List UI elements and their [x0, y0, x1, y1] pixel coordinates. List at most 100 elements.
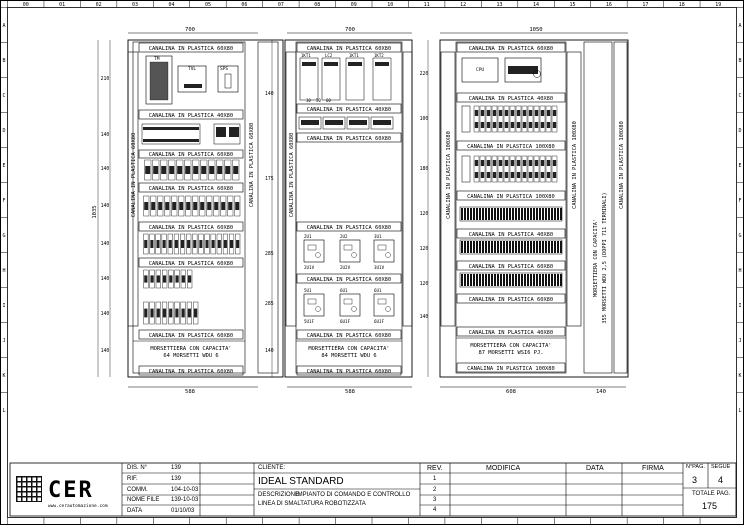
gap-dim: 285	[265, 251, 274, 257]
value-comm: 104-10-03	[171, 487, 199, 493]
svg-text:CER: CER	[48, 478, 94, 503]
column-label: 13	[497, 2, 503, 8]
client-label: CLIENTE:	[258, 465, 286, 471]
column-label: 14	[533, 2, 539, 8]
sign-header: FIRMA	[642, 465, 664, 472]
drive-label: 2U2V	[340, 265, 351, 270]
duct-label: CANALINA IN PLASTICA 60X80	[469, 46, 553, 52]
middle-width-dim: 700	[345, 27, 355, 33]
duct-label: CANALINA IN PLASTICA 60X80	[149, 369, 233, 375]
column-label: 06	[241, 2, 247, 8]
client-name: IDEAL STANDARD	[258, 476, 344, 487]
gap-dim: 140	[265, 91, 274, 97]
column-label: 05	[205, 2, 211, 8]
duct-label: CANALINA IN PLASTICA 60X80	[149, 261, 233, 267]
drive-label: 2U2	[340, 234, 348, 239]
height-dim: 140	[101, 132, 110, 138]
page-label: N°PAG.	[686, 464, 705, 470]
rev-header: REV.	[427, 465, 443, 472]
right-bottom-dim: 608	[506, 389, 516, 395]
label-date: DATA	[127, 508, 143, 514]
duct-label: CANALINA IN PLASTICA 100X80	[467, 144, 555, 150]
drive-label: 2U1	[304, 234, 312, 239]
small-dim: 10	[306, 98, 311, 103]
side-terminal-count: 355 MORSETTI WDU 2,5 (DOPPI 711 TERMINAL…	[602, 192, 608, 323]
small-dim: 60	[326, 98, 331, 103]
vertical-duct-label: CANALINA IN PLASTICA 60X80	[289, 133, 295, 217]
row-label: I	[738, 303, 741, 309]
duct-label: CANALINA IN PLASTICA 60X80	[149, 46, 233, 52]
row-label: F	[2, 198, 5, 204]
duct-label: CANALINA IN PLASTICA 40X80	[469, 232, 553, 238]
relay-row	[143, 233, 241, 255]
column-label: 02	[96, 2, 102, 8]
duct-label: CANALINA IN PLASTICA 60X80	[307, 277, 391, 283]
column-label: 12	[460, 2, 466, 8]
drive-label: 6U1F	[374, 319, 385, 324]
duct-label: CANALINA IN PLASTICA 40X80	[469, 330, 553, 336]
row-label: L	[2, 408, 5, 414]
height-dim: 120	[420, 281, 429, 287]
device-label: TVL	[188, 66, 196, 72]
column-label: 01	[59, 2, 65, 8]
height-dim: 140	[101, 311, 110, 317]
duct-label: CANALINA IN PLASTICA 60X80	[307, 136, 391, 142]
row-label: A	[2, 23, 5, 29]
row-label: E	[2, 163, 5, 169]
description-line1: IMPIANTO DI COMANDO E CONTROLLO	[296, 492, 411, 498]
terminal-block-count: 64 MORSETTI WDU 6	[163, 353, 218, 359]
column-label: 19	[715, 2, 721, 8]
modification-header: MODIFICA	[486, 465, 521, 472]
row-label: K	[2, 373, 5, 379]
height-dim: 220	[420, 71, 429, 77]
label-file: NOME FILE	[127, 497, 160, 503]
row-label: H	[738, 268, 741, 274]
height-dim: 210	[101, 76, 110, 82]
left-width-dim: 700	[185, 27, 195, 33]
column-label: 07	[278, 2, 284, 8]
value-rif: 139	[171, 476, 182, 482]
row-label: G	[738, 233, 741, 239]
duct-label: CANALINA IN PLASTICA 60X80	[149, 225, 233, 231]
column-label: 18	[679, 2, 685, 8]
gap-dim: 175	[265, 176, 274, 182]
row-label: D	[2, 128, 5, 134]
height-dim: 140	[101, 276, 110, 282]
column-label: 17	[642, 2, 648, 8]
row-label: K	[738, 373, 741, 379]
row-label: B	[738, 58, 741, 64]
duct-label: CANALINA IN PLASTICA 60X80	[469, 297, 553, 303]
row-label: H	[2, 268, 5, 274]
label-dis: DIS. N°	[127, 465, 148, 471]
value-dis: 139	[171, 465, 182, 471]
drive-label: 3U1	[374, 234, 382, 239]
side-terminal-label: MORSETTIERA CON CAPACITA'	[593, 219, 599, 297]
duct-label: CANALINA IN PLASTICA 100X80	[467, 194, 555, 200]
relay-row	[143, 195, 241, 217]
height-dim: 140	[101, 203, 110, 209]
duct-label: CANALINA IN PLASTICA 60X80	[307, 333, 391, 339]
column-label: 04	[169, 2, 175, 8]
drive-label: 5U1	[304, 288, 312, 293]
height-dim: 180	[420, 166, 429, 172]
rev-number: 2	[433, 487, 437, 493]
column-label: 11	[424, 2, 430, 8]
device-label: LC2	[325, 53, 333, 58]
rev-number: 1	[433, 476, 437, 482]
terminal-block-label: MORSETTIERA CON CAPACITA'	[470, 343, 551, 349]
middle-bottom-dim: 588	[345, 389, 355, 395]
device-label: 1KT2	[374, 53, 384, 58]
vertical-duct-label: CANALINA IN PLASTICA 100X80	[572, 121, 578, 209]
drive-label: 6U1F	[340, 319, 351, 324]
height-dim: 120	[420, 211, 429, 217]
total-height-dim: 1035	[92, 205, 98, 218]
column-label: 16	[606, 2, 612, 8]
label-comm: COMM.	[127, 487, 148, 493]
relay-row	[143, 269, 193, 289]
sequel-label: SEGUE	[711, 464, 731, 470]
left-panel: 700 CANALINA IN PLASTICA 60X80 CANALINA …	[92, 27, 284, 395]
